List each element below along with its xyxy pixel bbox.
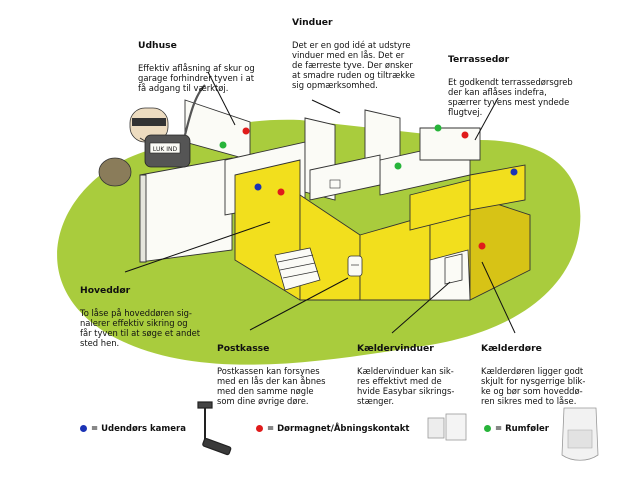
callout-title: Udhuse [138,40,177,52]
callout-text: Et godkendt terrassedørsgreb der kan afl… [448,76,573,118]
camera-dot [254,183,262,191]
legend-dot [484,425,491,432]
burglar: LUK IND [98,84,206,187]
callout-title: Terrassedør [448,54,510,66]
camera-dot [510,168,518,176]
security-camera-icon [197,401,232,456]
callout-postkasse: Postkasse Postkassen kan forsynes med en… [217,334,347,406]
legend-label: = Udendørs kamera [91,424,186,434]
door-magnet-dot [242,127,250,135]
leader-lines [124,71,516,334]
door-magnet-icon [427,413,467,441]
callout-kaeldervinduer: Kældervinduer Kældervinduer kan sik- res… [357,334,487,406]
callout-title: Kælderdøre [481,343,542,355]
callout-udhuse: Udhuse Effektiv aflåsning af skur og gar… [138,31,288,93]
callout-title: Kældervinduer [357,343,434,355]
legend-dot [80,425,87,432]
callout-text: Postkassen kan forsynes med en lås der k… [217,365,326,407]
house [139,99,531,301]
door-magnet-dot [461,131,469,139]
mailbox [347,255,363,277]
legend-dot [256,425,263,432]
callout-terrassedor: Terrassedør Et godkendt terrassedørsgreb… [448,45,598,117]
door-magnet-dot [478,242,486,250]
burglar-sign-text: LUK IND [153,146,178,153]
callout-text: Det er en god idé at udstyre vinduer med… [292,39,415,91]
callout-title: Hoveddør [80,285,131,297]
callout-title: Postkasse [217,343,270,355]
motion-sensor-dot [394,162,402,170]
callout-text: Kælderdøren ligger godt skjult for nysge… [481,365,586,407]
door-magnet-dot [277,188,285,196]
callout-text: Effektiv aflåsning af skur og garage for… [138,62,255,94]
legend-door-magnet: = Dørmagnet/Åbningskontakt [256,424,409,434]
sensor-dots [219,124,518,250]
callout-text: Kældervinduer kan sik- res effektivt med… [357,365,455,407]
callout-kaelderdore: Kælderdøre Kælderdøren ligger godt skjul… [481,334,621,406]
motion-sensor-dot [434,124,442,132]
legend-camera: = Udendørs kamera [80,424,186,434]
callout-text: To låse på hoveddøren sig- nalerer effek… [80,307,201,349]
callout-hoveddor: Hoveddør To låse på hoveddøren sig- nale… [80,276,230,348]
legend-label: = Rumføler [495,424,549,434]
legend-motion-sensor: = Rumføler [484,424,549,434]
callout-title: Vinduer [292,17,333,29]
motion-sensor-icon [561,407,599,461]
motion-sensor-dot [219,141,227,149]
callout-vinduer: Vinduer Det er en god idé at udstyre vin… [292,8,442,91]
legend-label: = Dørmagnet/Åbningskontakt [267,424,410,434]
burglar-sign [149,142,181,154]
